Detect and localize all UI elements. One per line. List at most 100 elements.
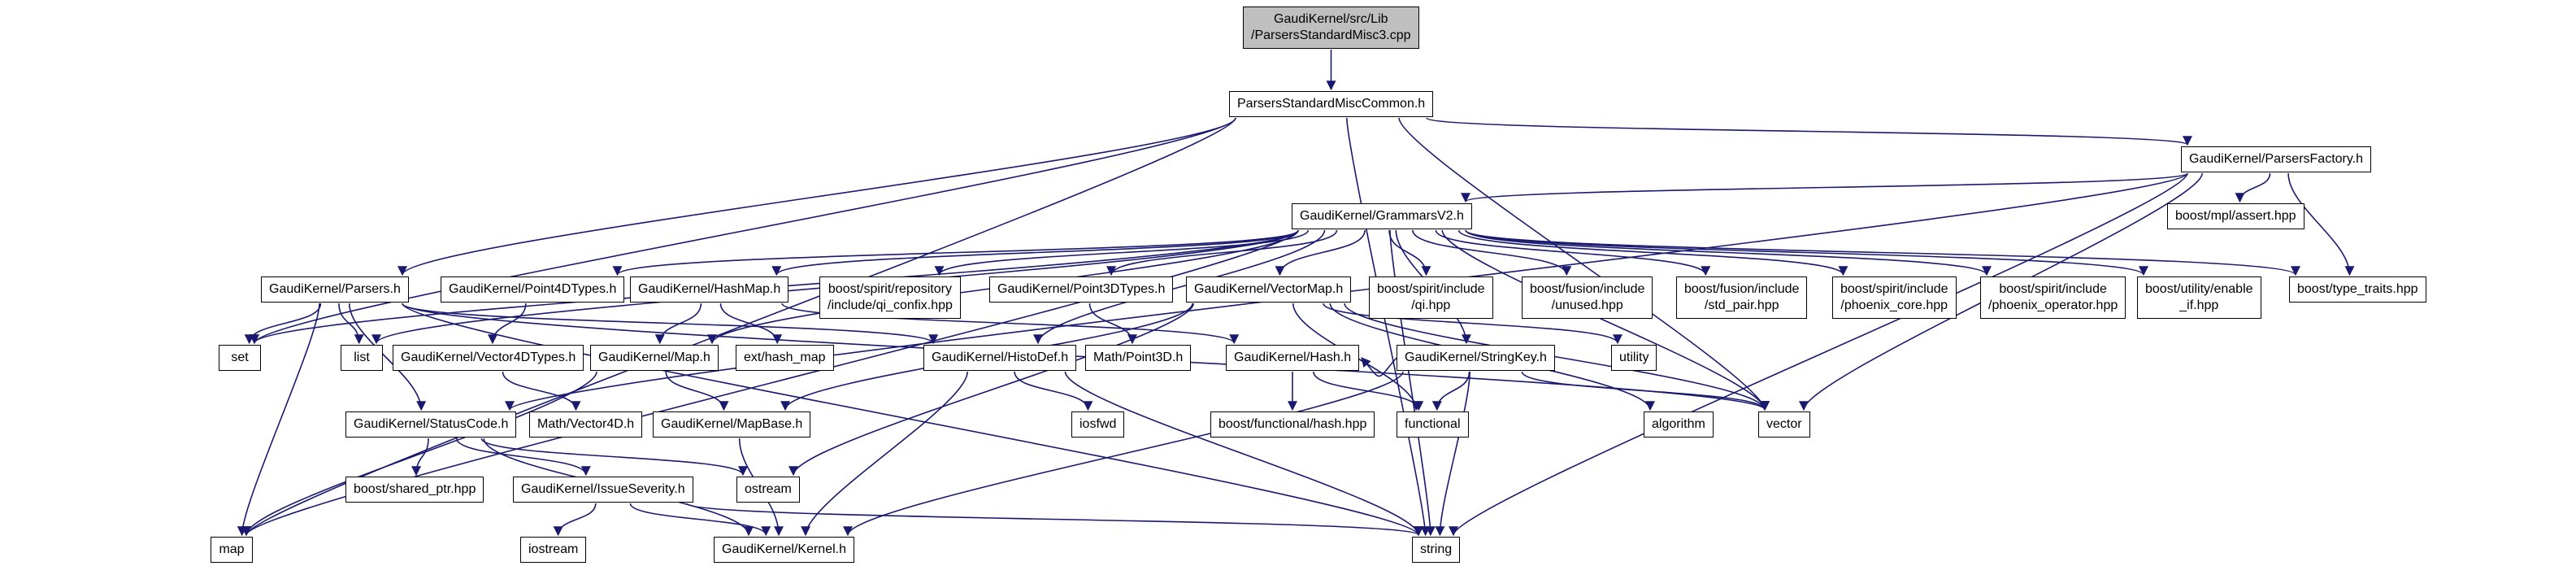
include-edge-grammars-to-map	[241, 229, 1299, 537]
graph-node-statuscode[interactable]: GaudiKernel/StatusCode.h	[345, 411, 517, 438]
include-edge-grammars-to-hashmap	[771, 229, 1299, 276]
graph-node-parsers[interactable]: GaudiKernel/Parsers.h	[261, 276, 409, 303]
graph-node-ostream[interactable]: ostream	[736, 477, 800, 503]
graph-node-math_point3d[interactable]: Math/Point3D.h	[1085, 345, 1192, 371]
include-edge-vectormap-to-utility	[1323, 303, 1622, 345]
graph-node-boost_functional_hash[interactable]: boost/functional/hash.hpp	[1210, 411, 1375, 438]
include-edge-grammars-to-vector	[1441, 229, 1770, 411]
include-edge-stringkey-to-vector	[1521, 371, 1770, 411]
graph-node-point3dtypes[interactable]: GaudiKernel/Point3DTypes.h	[989, 276, 1174, 303]
include-edge-parsers-to-set	[244, 303, 322, 345]
graph-node-parsersfactory[interactable]: GaudiKernel/ParsersFactory.h	[2181, 146, 2372, 172]
include-edge-parsers-to-map	[237, 303, 320, 537]
graph-node-histodef[interactable]: GaudiKernel/HistoDef.h	[923, 345, 1077, 371]
graph-node-string[interactable]: string	[1412, 537, 1461, 563]
include-edge-common-to-string	[1346, 117, 1431, 537]
graph-node-common[interactable]: ParsersStandardMiscCommon.h	[1229, 91, 1434, 117]
include-edge-parsersfactory-to-type_traits	[2287, 172, 2355, 276]
graph-node-functional[interactable]: functional	[1397, 411, 1469, 438]
graph-node-vector4dtypes[interactable]: GaudiKernel/Vector4DTypes.h	[393, 345, 584, 371]
include-edge-stringkey-to-string	[1435, 371, 1470, 537]
graph-node-ext_hash_map[interactable]: ext/hash_map	[736, 345, 834, 371]
include-edge-vectormap-to-ostream	[788, 303, 1194, 477]
include-edge-histodef-to-kernel	[801, 371, 968, 537]
include-edge-grammars-to-vectormap	[1275, 229, 1366, 276]
graph-node-set[interactable]: set	[219, 345, 261, 371]
include-edge-map_h-to-map	[241, 371, 597, 537]
graph-node-grammars[interactable]: GaudiKernel/GrammarsV2.h	[1292, 203, 1472, 229]
include-edge-grammars-to-qi_confix	[934, 229, 1310, 276]
include-edge-histodef-to-iosfwd	[1014, 371, 1093, 411]
include-edge-parsers-to-statuscode	[348, 303, 427, 411]
graph-node-shared_ptr[interactable]: boost/shared_ptr.hpp	[345, 477, 484, 503]
include-edge-stringkey-to-kernel	[843, 371, 1404, 537]
graph-node-type_traits[interactable]: boost/type_traits.hpp	[2289, 276, 2426, 303]
include-edge-common-to-set	[250, 117, 1236, 345]
include-edge-parsers-to-string	[402, 303, 1423, 537]
graph-node-map_h[interactable]: GaudiKernel/Map.h	[590, 345, 719, 371]
graph-node-qi[interactable]: boost/spirit/include /qi.hpp	[1369, 276, 1493, 319]
include-edge-issueseverity-to-iostream	[553, 503, 597, 537]
graph-node-list[interactable]: list	[341, 345, 383, 371]
graph-node-mpl_assert[interactable]: boost/mpl/assert.hpp	[2167, 203, 2304, 229]
include-edge-common-to-map	[241, 117, 1236, 537]
include-edge-common-to-vector	[1398, 117, 1770, 411]
graph-node-algorithm[interactable]: algorithm	[1644, 411, 1714, 438]
graph-node-stringkey[interactable]: GaudiKernel/StringKey.h	[1397, 345, 1555, 371]
graph-node-fusion_std_pair[interactable]: boost/fusion/include /std_pair.hpp	[1676, 276, 1808, 319]
include-edge-issueseverity-to-kernel	[629, 503, 771, 537]
include-edge-statuscode-to-ostream	[480, 438, 748, 477]
include-edge-grammars-to-enable_if	[1465, 229, 2148, 276]
graph-node-issueseverity[interactable]: GaudiKernel/IssueSeverity.h	[513, 477, 693, 503]
graph-node-fusion_unused[interactable]: boost/fusion/include /unused.hpp	[1522, 276, 1653, 319]
graph-node-map[interactable]: map	[211, 537, 253, 563]
include-edge-point3dtypes-to-math_point3d	[1088, 303, 1137, 345]
graph-node-hash[interactable]: GaudiKernel/Hash.h	[1226, 345, 1360, 371]
graph-node-phoenix_core[interactable]: boost/spirit/include /phoenix_core.hpp	[1832, 276, 1957, 319]
include-edge-parsersfactory-to-grammars	[1461, 172, 2188, 203]
include-edge-grammars-to-point4dtypes	[612, 229, 1299, 276]
graph-node-qi_confix[interactable]: boost/spirit/repository /include/qi_conf…	[819, 276, 961, 319]
graph-node-iostream[interactable]: iostream	[520, 537, 587, 563]
graph-node-phoenix_operator[interactable]: boost/spirit/include /phoenix_operator.h…	[1980, 276, 2126, 319]
include-edge-hashmap-to-hash	[781, 303, 1240, 345]
graph-node-point4dtypes[interactable]: GaudiKernel/Point4DTypes.h	[441, 276, 625, 303]
graph-node-iosfwd[interactable]: iosfwd	[1071, 411, 1125, 438]
include-edge-statuscode-to-issueseverity	[456, 438, 591, 477]
include-edge-grammars-to-point3dtypes	[1106, 229, 1338, 276]
include-edge-parsers-to-list	[338, 303, 364, 345]
include-edge-parsers-to-histodef	[402, 303, 938, 345]
include-edge-hashmap-to-ext_hash_map	[719, 303, 783, 345]
graph-node-kernel[interactable]: GaudiKernel/Kernel.h	[714, 537, 854, 563]
graph-node-cpp_root: GaudiKernel/src/Lib /ParsersStandardMisc…	[1243, 7, 1419, 49]
include-edge-issueseverity-to-string	[686, 503, 1423, 537]
include-edge-grammars-to-string	[1389, 229, 1436, 537]
include-edge-vector4dtypes-to-math_vector4d	[502, 371, 581, 411]
include-edge-common-to-parsersfactory	[1426, 117, 2192, 146]
include-edge-hash-to-functional	[1313, 371, 1424, 411]
include-edge-grammars-to-fusion_std_pair	[1435, 229, 1711, 276]
graph-node-vectormap[interactable]: GaudiKernel/VectorMap.h	[1186, 276, 1352, 303]
include-edge-statuscode-to-shared_ptr	[411, 438, 429, 477]
include-edge-grammars-to-phoenix_operator	[1465, 229, 1992, 276]
include-edge-histodef-to-string	[1064, 371, 1423, 537]
include-edge-grammars-to-phoenix_core	[1457, 229, 1848, 276]
include-edge-stringkey-to-functional	[1431, 371, 1470, 411]
graph-node-mapbase[interactable]: GaudiKernel/MapBase.h	[653, 411, 811, 438]
include-edge-map_h-to-mapbase	[665, 371, 729, 411]
include-edge-common-to-parsers	[397, 117, 1236, 276]
graph-node-vector[interactable]: vector	[1758, 411, 1810, 438]
include-edge-parsersfactory-to-string	[1449, 172, 2188, 537]
graph-node-math_vector4d[interactable]: Math/Vector4D.h	[529, 411, 643, 438]
include-edge-hashmap-to-map_h	[654, 303, 702, 345]
include-edge-grammars-to-type_traits	[1465, 229, 2300, 276]
graph-node-hashmap[interactable]: GaudiKernel/HashMap.h	[630, 276, 789, 303]
graph-node-enable_if[interactable]: boost/utility/enable _if.hpp	[2137, 276, 2261, 319]
graph-node-utility[interactable]: utility	[1611, 345, 1657, 371]
include-edge-grammars-to-histodef	[1033, 229, 1326, 345]
include-edge-grammars-to-fusion_unused	[1412, 229, 1572, 276]
include-edge-stringkey-to-hash	[1361, 357, 1397, 377]
include-edge-parsersfactory-to-mpl_assert	[2235, 172, 2271, 203]
